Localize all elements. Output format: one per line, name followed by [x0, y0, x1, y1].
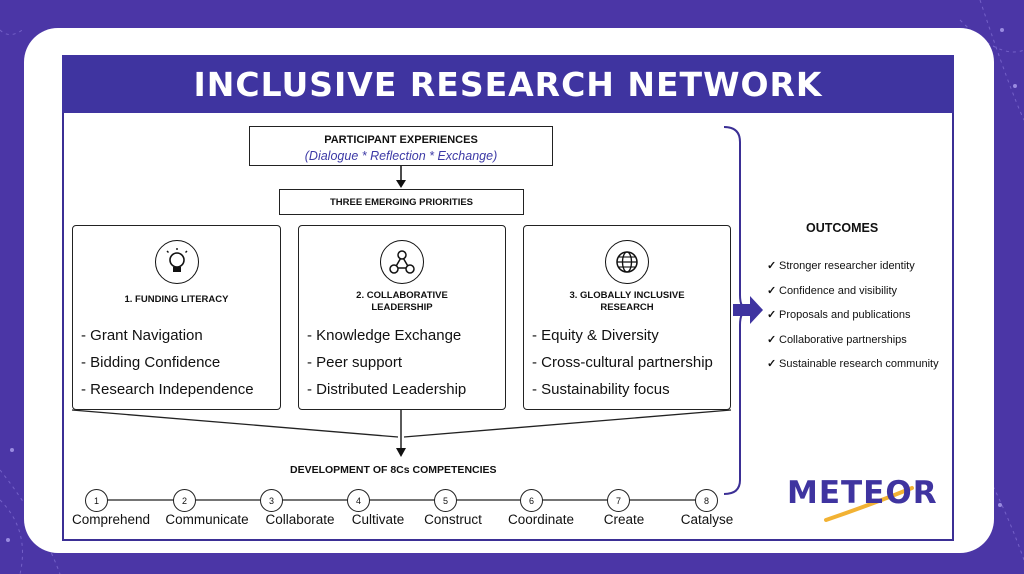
- competency-label: Cultivate: [351, 512, 405, 527]
- outcome-text: Proposals and publications: [779, 309, 911, 322]
- priority-item: - Sustainability focus: [532, 381, 670, 398]
- competency-label: Communicate: [165, 512, 249, 527]
- priority-globally-inclusive-research: 3. GLOBALLY INCLUSIVE RESEARCH - Equity …: [523, 225, 731, 410]
- lightbulb-icon: [155, 240, 199, 284]
- competency-label: Comprehend: [71, 512, 151, 527]
- outcome-text: Collaborative partnerships: [779, 333, 907, 346]
- priority-title: 2. COLLABORATIVE LEADERSHIP: [299, 290, 505, 314]
- competency-step-1: 1: [85, 489, 108, 512]
- participant-experiences-box: PARTICIPANT EXPERIENCES (Dialogue * Refl…: [249, 126, 553, 166]
- participant-experiences-subtitle: (Dialogue * Reflection * Exchange): [304, 149, 498, 163]
- priority-item: - Knowledge Exchange: [307, 327, 462, 344]
- outcomes-list: ✓Stronger researcher identity ✓Confidenc…: [767, 258, 939, 381]
- priority-item: - Distributed Leadership: [307, 381, 467, 398]
- outcome-text: Stronger researcher identity: [779, 260, 915, 272]
- priority-title-text: 3. GLOBALLY INCLUSIVE RESEARCH: [569, 290, 685, 313]
- participant-experiences-title: PARTICIPANT EXPERIENCES: [324, 134, 478, 146]
- outcomes-title: OUTCOMES: [806, 221, 879, 235]
- outcome-item: ✓Sustainable research community: [767, 356, 939, 381]
- competency-step-3: 3: [260, 489, 283, 512]
- priority-item: - Research Independence: [81, 381, 254, 398]
- priority-title: 3. GLOBALLY INCLUSIVE RESEARCH: [524, 290, 730, 314]
- competency-label: Coordinate: [507, 512, 575, 527]
- outcome-text: Sustainable research community: [779, 358, 939, 371]
- outcome-item: ✓Stronger researcher identity: [767, 258, 939, 283]
- priority-title-text: 2. COLLABORATIVE LEADERSHIP: [356, 290, 448, 313]
- check-icon: ✓: [767, 260, 777, 272]
- check-icon: ✓: [767, 333, 777, 346]
- outcome-item: ✓Collaborative partnerships: [767, 332, 939, 357]
- three-priorities-box: THREE EMERGING PRIORITIES: [279, 189, 524, 215]
- page-title: INCLUSIVE RESEARCH NETWORK: [62, 55, 954, 113]
- check-icon: ✓: [767, 309, 777, 322]
- competency-step-4: 4: [347, 489, 370, 512]
- competency-label: Catalyse: [680, 512, 734, 527]
- development-title: DEVELOPMENT OF 8Cs COMPETENCIES: [290, 464, 497, 476]
- competency-step-2: 2: [173, 489, 196, 512]
- priority-funding-literacy: 1. FUNDING LITERACY - Grant Navigation -…: [72, 225, 281, 410]
- competency-step-5: 5: [434, 489, 457, 512]
- competency-label: Construct: [424, 512, 482, 527]
- outcome-item: ✓Confidence and visibility: [767, 283, 939, 308]
- competency-step-6: 6: [520, 489, 543, 512]
- priority-item: - Cross-cultural partnership: [532, 354, 713, 371]
- priority-collaborative-leadership: 2. COLLABORATIVE LEADERSHIP - Knowledge …: [298, 225, 506, 410]
- priority-title: 1. FUNDING LITERACY: [124, 294, 229, 305]
- globe-icon: [605, 240, 649, 284]
- meteor-logo: METEOR: [787, 475, 938, 511]
- check-icon: ✓: [767, 358, 777, 371]
- priority-item: - Peer support: [307, 354, 403, 371]
- competency-label: Create: [603, 512, 645, 527]
- check-icon: ✓: [767, 284, 777, 297]
- outcome-item: ✓Proposals and publications: [767, 307, 939, 332]
- outcome-text: Confidence and visibility: [779, 284, 898, 297]
- priority-item: - Equity & Diversity: [532, 327, 659, 344]
- priority-item: - Grant Navigation: [81, 327, 203, 344]
- competency-step-8: 8: [695, 489, 718, 512]
- competency-step-7: 7: [607, 489, 630, 512]
- priority-item: - Bidding Confidence: [81, 354, 221, 371]
- network-icon: [380, 240, 424, 284]
- competency-label: Collaborate: [265, 512, 335, 527]
